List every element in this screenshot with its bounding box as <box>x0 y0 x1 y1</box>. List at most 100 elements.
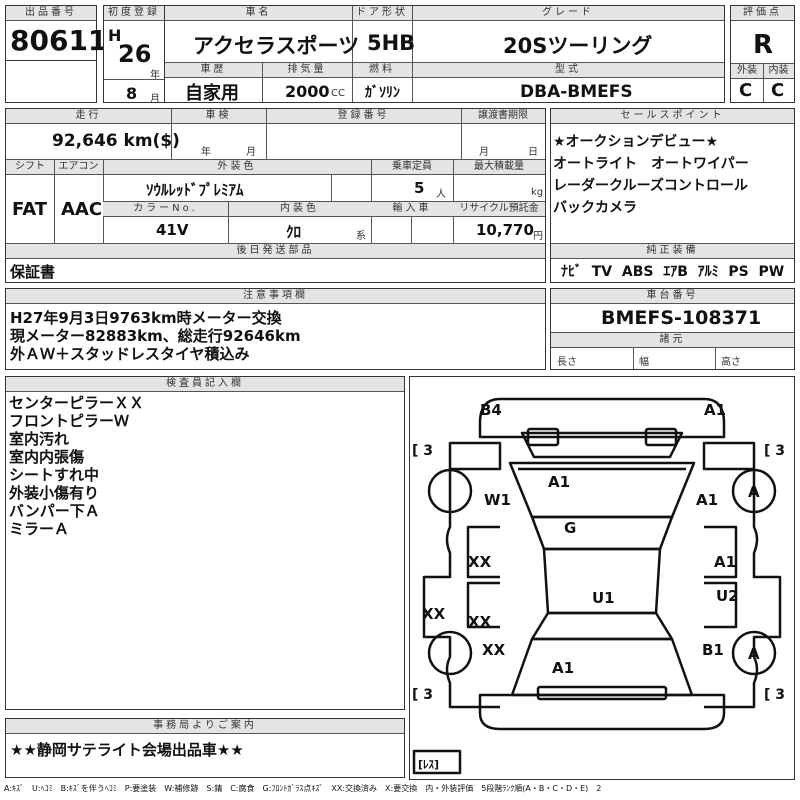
left-headlight <box>526 427 560 447</box>
model-code: DBA-BMEFS <box>520 82 633 102</box>
chassis-number: BMEFS-108371 <box>601 307 762 329</box>
inspection-label: 車検 <box>171 109 266 124</box>
mark-A1-rfender: A1 <box>696 491 718 509</box>
lot-number: 80611 <box>10 24 108 57</box>
windshield <box>530 515 674 551</box>
caution-line: 現メーター82883km、総走行92646km <box>10 327 301 345</box>
equipment-item: TV <box>591 264 613 280</box>
equipment-label: 純正装備 <box>551 244 794 259</box>
caution-lines: H27年9月3日9763km時メーター交換現メーター82883km、総走行926… <box>10 309 301 363</box>
year-unit: 年 <box>150 70 160 81</box>
spare-tire-box <box>412 749 462 775</box>
score-box: 評価点 R 外装 内装 C C <box>730 5 795 103</box>
displacement: 2000 <box>285 82 330 101</box>
mark-A1-front: A1 <box>704 401 726 419</box>
mark-A1-rfdoor: A1 <box>714 553 736 571</box>
shift: FAT <box>12 199 48 220</box>
left-front-wheel <box>427 468 473 514</box>
ac-label: エアコン <box>54 160 103 175</box>
tread-left-front: [ 3 <box>412 443 433 459</box>
left-rear-door <box>466 581 500 629</box>
score-value: R <box>753 30 774 60</box>
exterior-grade: C <box>739 80 753 101</box>
car-name: アクセラスポーツ <box>193 34 360 58</box>
sales-point: レーダークルーズコントロール <box>553 178 748 194</box>
caution-line: H27年9月3日9763km時メーター交換 <box>10 309 282 327</box>
interior-grade: C <box>771 80 785 101</box>
fuel: ｶﾞｿﾘﾝ <box>365 85 400 101</box>
recycle-label: リサイクル預託金 <box>453 202 545 217</box>
equipment-list: ﾅﾋﾞ TV ABS ｴｱB ｱﾙﾐ PS PW <box>561 261 784 281</box>
inspector-line: 室内汚れ <box>9 430 70 448</box>
mark-XX-lfdoor: XX <box>468 553 492 571</box>
mileage: 92,646 km($) <box>52 131 180 151</box>
car-name-label: 車名 <box>165 6 352 21</box>
sales-label: セールスポイント <box>551 109 794 124</box>
mark-A-rfwheel: A <box>748 483 760 501</box>
office-box: 事務局よりご案内 ★★静岡サテライト会場出品車★★ <box>5 718 405 778</box>
front-grille <box>520 431 684 459</box>
tread-left-rear: [ 3 <box>412 687 433 703</box>
ext-color-label: 外装色 <box>103 160 371 175</box>
later-label: 後日発送部品 <box>6 244 545 259</box>
tread-right-front: [ 3 <box>764 443 785 459</box>
ext-color: ｿｳﾙﾚｯﾄﾞﾌﾟﾚﾐｱﾑ <box>146 181 244 199</box>
equipment-item: PS <box>728 264 749 280</box>
specs-label: 諸元 <box>551 333 794 348</box>
spare-label: [ﾚｽ] <box>418 758 439 771</box>
damage-diagram-box: B4 A1 [ 3 [ 3 W1 A1 A1 A G XX A1 XX XX U… <box>409 376 795 780</box>
month-unit: 月 <box>150 94 160 105</box>
grade: 20Sツーリング <box>503 34 653 58</box>
equipment-item: PW <box>758 264 785 280</box>
inspector-line: 外装小傷有り <box>9 484 100 502</box>
fuel-label: 燃料 <box>352 63 412 78</box>
grade-label: グレード <box>412 6 724 21</box>
sales-point: オートライト オートワイパー <box>553 156 749 172</box>
import-label: 輸入車 <box>371 202 453 217</box>
inspector-line: ミラーＡ <box>9 520 70 538</box>
mark-XX-lquarter: XX <box>482 641 506 659</box>
caution-label: 注意事項欄 <box>6 289 545 304</box>
score-label: 評価点 <box>731 6 794 21</box>
office-message: ★★静岡サテライト会場出品車★★ <box>10 741 244 759</box>
caution-line: 外ＡＷ＋スタッドレスタイヤ積込み <box>10 345 250 363</box>
load-unit: kg <box>531 187 544 198</box>
exterior-label: 外装 <box>731 64 763 79</box>
mark-W1: W1 <box>484 491 511 509</box>
door-label: ドア形状 <box>352 6 412 21</box>
mark-A1-trunk: A1 <box>552 659 574 677</box>
rear-bumper <box>478 693 726 731</box>
reg-year: 26 <box>118 40 152 68</box>
left-front-fender-top <box>448 441 502 471</box>
displacement-label: 排気量 <box>262 63 352 78</box>
mileage-label: 走行 <box>6 109 171 124</box>
mark-U1: U1 <box>592 589 615 607</box>
shift-label: シフト <box>6 160 54 175</box>
mark-A1-hood: A1 <box>548 473 570 491</box>
inspector-label: 検査員記入欄 <box>6 377 404 392</box>
equipment-item: ABS <box>621 264 654 280</box>
era: H <box>108 26 122 45</box>
right-front-fender-top <box>702 441 756 471</box>
mark-XX-lrdoor: XX <box>468 613 492 631</box>
equipment-item: ｴｱB <box>663 264 688 280</box>
rear-lamp-bar <box>536 685 668 701</box>
later-items: 保証書 <box>10 263 56 281</box>
car-diagram: B4 A1 [ 3 [ 3 W1 A1 A1 A G XX A1 XX XX U… <box>412 397 785 775</box>
color-no-label: カラーNo. <box>103 202 228 217</box>
right-headlight <box>644 427 678 447</box>
reg-month: 8 <box>126 84 138 103</box>
recycle-unit: 円 <box>533 231 543 242</box>
door-type: 5HB <box>367 31 416 55</box>
left-rear-wheel <box>427 630 473 676</box>
vehicle-details: 走行 車検 登録番号 譲渡書期限 92,646 km($) 年 月 月 日 シフ… <box>5 108 546 283</box>
width-label: 幅 <box>639 357 649 368</box>
sales-point: ★オークションデビュー★ <box>553 134 719 150</box>
capacity-unit: 人 <box>436 189 446 200</box>
inspector-line: 室内内張傷 <box>9 448 85 466</box>
inspector-line: バンパー下Ａ <box>9 502 100 520</box>
equipment-item: ｱﾙﾐ <box>697 264 719 280</box>
transfer-label: 譲渡書期限 <box>461 109 545 124</box>
plate-label: 登録番号 <box>266 109 461 124</box>
